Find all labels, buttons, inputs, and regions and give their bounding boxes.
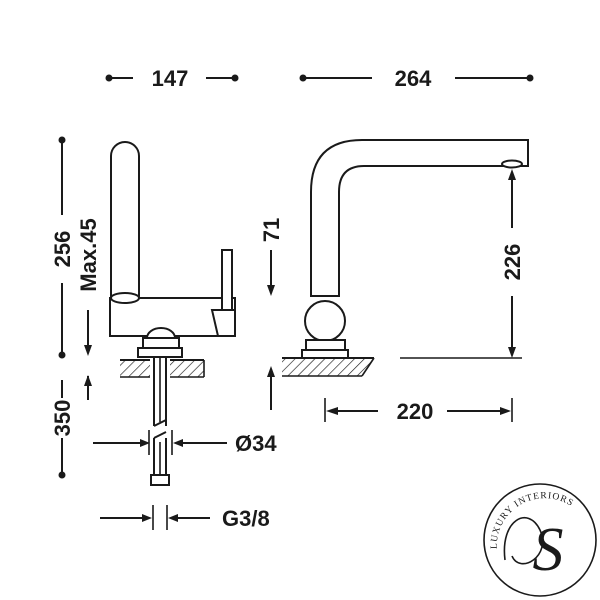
dim-350-label: 350 [50,400,75,437]
faucet-front-view [301,139,529,359]
dim-220-label: 220 [397,399,434,424]
dim-256-label: 256 [50,231,75,268]
faucet-side-view [109,141,236,358]
dim-147-label: 147 [152,66,189,91]
counter-section-right [282,357,375,377]
dim-max45-label: Max.45 [76,218,101,291]
counter-section-left [120,359,205,378]
dim-thread-label: G3/8 [222,506,270,531]
luxury-interiors-logo: LUXURY INTERIORS S [483,483,597,597]
dim-226-label: 226 [500,244,525,281]
dim-thread: G3/8 [100,505,270,531]
dim-256: 256 [50,136,75,359]
dim-diameter-label: Ø34 [235,431,277,456]
dim-350: 350 [50,380,75,479]
dim-diameter: Ø34 [93,430,277,456]
dim-71: 71 [259,218,284,410]
dim-220: 220 [324,398,513,424]
dim-147: 147 [105,66,239,91]
dim-264-label: 264 [395,66,432,91]
dim-max45: Max.45 [76,218,101,400]
dim-226: 226 [400,169,525,359]
dim-264: 264 [299,66,534,91]
dim-71-label: 71 [259,218,284,242]
supply-hose [150,357,170,486]
